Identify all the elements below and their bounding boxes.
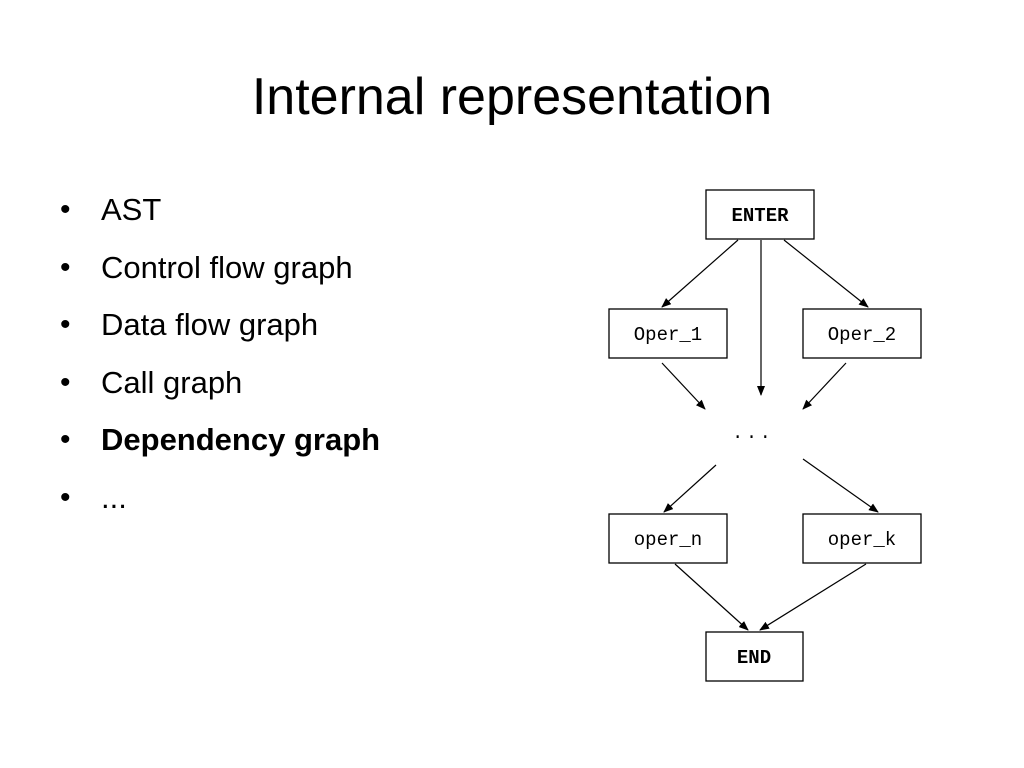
bullet-text: Call graph	[101, 364, 243, 400]
bullet-icon: •	[60, 365, 71, 399]
node-enter-label: ENTER	[731, 205, 789, 227]
node-end: END	[705, 631, 804, 682]
bullet-text: Dependency graph	[101, 422, 381, 457]
bullet-item-data-flow-graph: • Data flow graph	[60, 303, 380, 361]
bullet-item-ast: • AST	[60, 188, 380, 246]
bullet-icon: •	[60, 423, 71, 456]
edge-ellipsis-to-oper-n	[663, 464, 717, 513]
edge-oper-k-to-end	[759, 563, 867, 631]
node-oper-2-label: Oper_2	[828, 324, 896, 346]
edge-enter-to-oper-1	[661, 239, 739, 308]
bullet-icon: •	[60, 250, 71, 284]
node-oper-1: Oper_1	[608, 308, 728, 359]
node-oper-2: Oper_2	[802, 308, 922, 359]
bullet-item-dependency-graph: • Dependency graph	[60, 418, 380, 476]
bullet-icon: •	[60, 193, 71, 226]
edge-oper-n-to-end	[674, 563, 749, 631]
bullet-text: Control flow graph	[101, 249, 353, 285]
edge-enter-to-oper-2	[783, 239, 869, 308]
node-oper-1-label: Oper_1	[634, 324, 702, 346]
node-oper-n: oper_n	[608, 513, 728, 564]
bullet-icon: •	[60, 480, 71, 514]
bullet-item-call-graph: • Call graph	[60, 361, 380, 419]
bullet-item-control-flow-graph: • Control flow graph	[60, 246, 380, 304]
diagram-ellipsis: ...	[732, 424, 773, 444]
bullet-item-ellipsis: • ...	[60, 476, 380, 534]
node-end-label: END	[737, 647, 771, 669]
node-oper-k-label: oper_k	[828, 529, 896, 551]
edge-oper-2-to-ellipsis	[802, 362, 847, 410]
node-oper-k: oper_k	[802, 513, 922, 564]
slide-title: Internal representation	[251, 68, 773, 126]
node-enter: ENTER	[705, 189, 815, 240]
node-oper-n-label: oper_n	[634, 529, 702, 551]
edge-ellipsis-to-oper-k	[802, 458, 879, 513]
bullet-text: AST	[101, 192, 162, 227]
edge-oper-1-to-ellipsis	[661, 362, 706, 410]
bullet-text: Data flow graph	[101, 307, 319, 342]
bullet-text: ...	[101, 479, 127, 515]
bullet-list: • AST • Control flow graph • Data flow g…	[60, 188, 380, 533]
bullet-icon: •	[60, 308, 71, 341]
